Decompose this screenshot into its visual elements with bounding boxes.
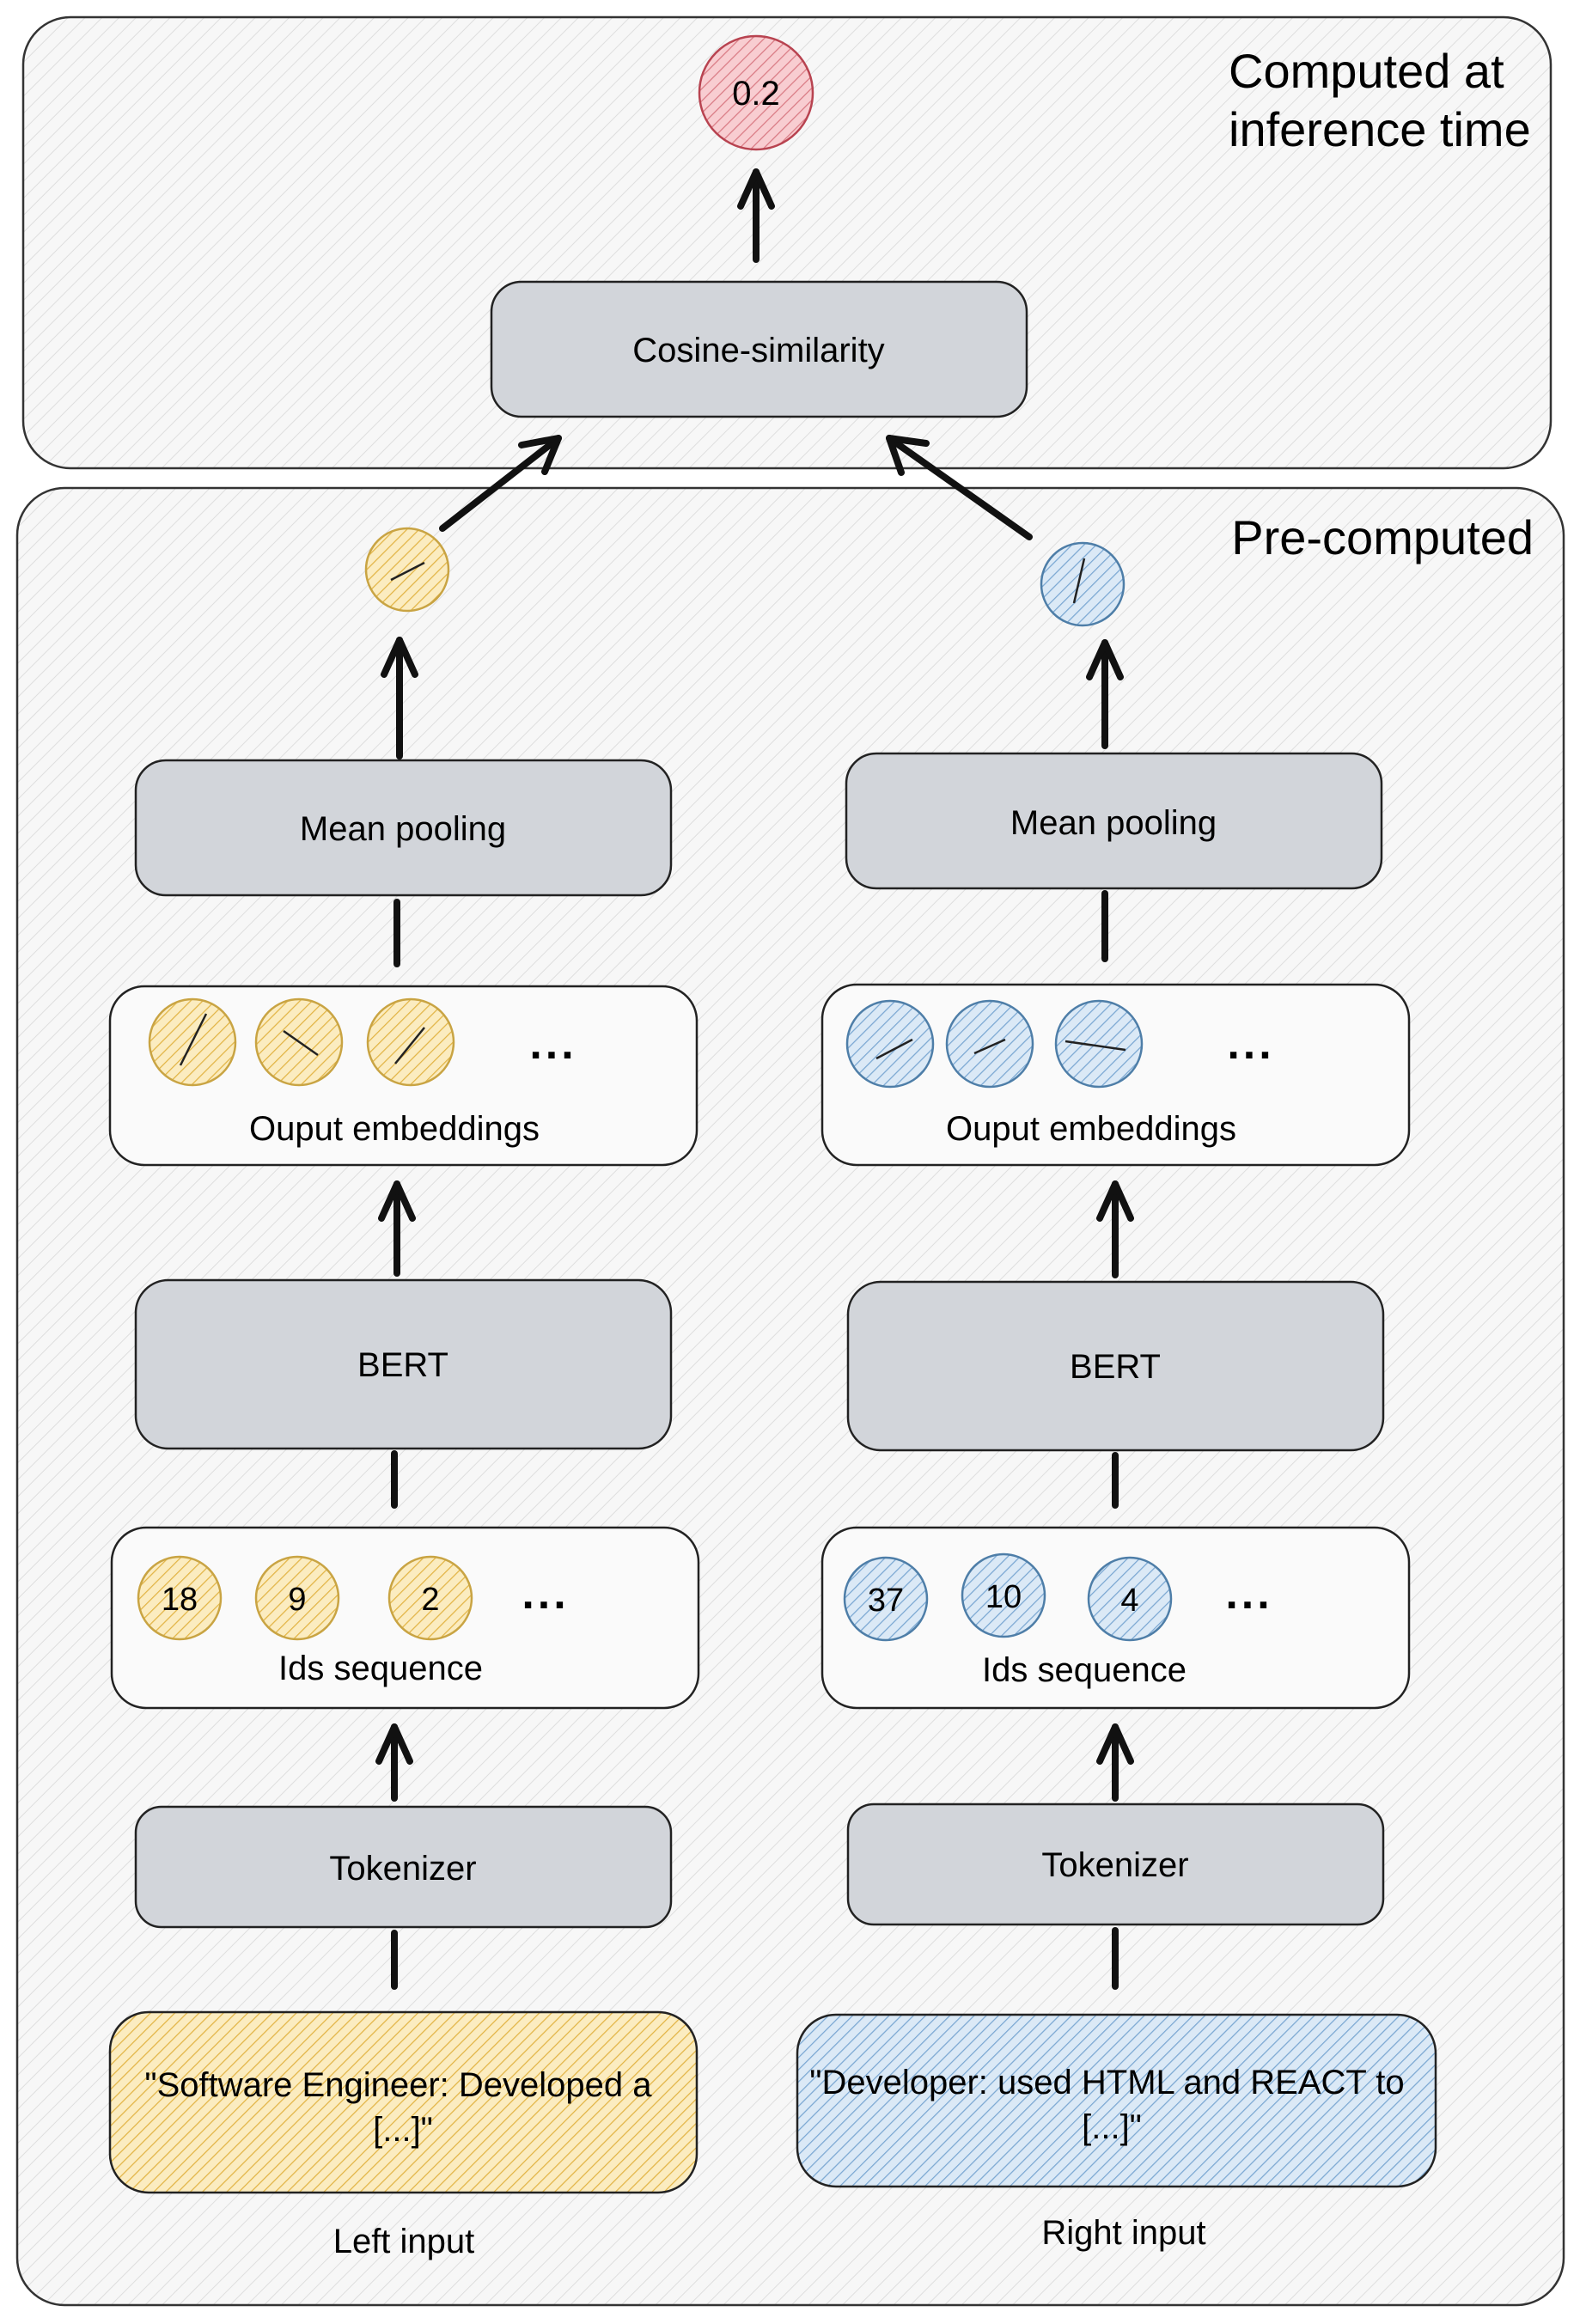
arrow-left-tokenizer-to-ids-head	[375, 1723, 413, 1765]
arrow-right-pooling-to-embedding-head	[1086, 639, 1124, 680]
right-token-vector-icon-1	[875, 1038, 913, 1060]
right-input-text-line2: [...]"	[1082, 2108, 1142, 2146]
right-id-circle-3	[1087, 1556, 1173, 1642]
left-id-circle-1	[137, 1555, 223, 1641]
left-input-text: "Software Engineer: Developed a [...]"	[144, 2066, 661, 2149]
left-bert-box	[134, 1278, 673, 1450]
left-id-value-3: 2	[421, 1582, 439, 1618]
arrow-left-embedding-to-cosine-head	[518, 435, 562, 475]
left-token-embedding-3	[366, 997, 455, 1087]
left-token-vector-icon-3	[394, 1027, 425, 1064]
cosine-similarity-box	[490, 280, 1028, 418]
right-bert-label: BERT	[1070, 1348, 1161, 1386]
left-token-vector-icon-1	[179, 1013, 208, 1066]
left-input-text-line1: "Software Engineer: Developed a	[144, 2066, 652, 2104]
right-mean-pooling-box	[845, 752, 1383, 890]
right-sentence-embedding	[1040, 541, 1126, 627]
left-sentence-vector-icon	[390, 561, 425, 582]
right-tokenizer-box	[846, 1802, 1385, 1926]
right-input-text: "Developer: used HTML and REACT to [...]…	[809, 2064, 1413, 2146]
arrow-left-pooling-to-embedding-head	[381, 637, 418, 678]
right-token-embedding-1	[845, 999, 935, 1089]
cosine-similarity-label: Cosine-similarity	[632, 332, 884, 369]
right-id-circle-1	[843, 1556, 929, 1642]
similarity-score-value: 0.2	[732, 75, 780, 113]
right-bert-box	[846, 1280, 1385, 1452]
right-id-value-3: 4	[1120, 1583, 1138, 1619]
left-id-value-2: 9	[288, 1582, 306, 1618]
arrow-right-tokenizer-to-ids-head	[1096, 1723, 1134, 1765]
right-id-value-1: 37	[868, 1583, 904, 1619]
right-mean-pooling-label: Mean pooling	[1010, 804, 1217, 842]
right-ids-label: Ids sequence	[982, 1651, 1187, 1689]
left-mean-pooling-label: Mean pooling	[300, 810, 506, 848]
right-embeddings-ellipsis: ...	[1227, 1019, 1274, 1069]
right-ids-ellipsis: ...	[1225, 1569, 1272, 1619]
arrow-left-bert-to-embeddings-head	[378, 1180, 416, 1222]
precomputed-region-title: Pre-computed	[1231, 510, 1534, 564]
arrow-right-bert-to-embeddings-head	[1096, 1180, 1134, 1222]
left-embeddings-label: Ouput embeddings	[249, 1110, 540, 1148]
inference-region-title-line1: Computed at	[1229, 44, 1504, 98]
left-token-vector-icon-2	[283, 1029, 319, 1057]
arrow-cosine-to-score-head	[737, 168, 775, 210]
left-ids-ellipsis: ...	[522, 1569, 569, 1619]
left-id-value-1: 18	[162, 1582, 198, 1618]
right-tokenizer-label: Tokenizer	[1041, 1846, 1188, 1884]
right-token-embedding-2	[945, 999, 1034, 1089]
left-ids-label: Ids sequence	[278, 1650, 483, 1687]
right-input-text-line1: "Developer: used HTML and REACT to	[809, 2064, 1404, 2101]
left-mean-pooling-box	[134, 759, 673, 897]
left-bert-label: BERT	[357, 1346, 448, 1384]
similarity-score-circle	[698, 34, 814, 151]
inference-region	[21, 15, 1553, 470]
left-tokenizer-label: Tokenizer	[329, 1850, 476, 1888]
arrow-right-embedding-to-cosine	[886, 435, 1033, 540]
right-token-embedding-3	[1054, 999, 1144, 1089]
left-id-circle-3	[387, 1555, 473, 1641]
right-embeddings-label: Ouput embeddings	[946, 1110, 1236, 1148]
inference-region-title: Computed at inference time	[1229, 44, 1531, 156]
right-sentence-vector-icon	[1072, 558, 1086, 604]
left-sentence-embedding	[364, 527, 450, 613]
right-id-circle-2	[961, 1552, 1046, 1638]
left-tokenizer-box	[134, 1805, 673, 1929]
right-token-vector-icon-3	[1065, 1040, 1126, 1052]
left-input-caption: Left input	[333, 2223, 475, 2260]
right-token-vector-icon-2	[973, 1038, 1006, 1055]
inference-region-title-line2: inference time	[1229, 102, 1531, 156]
left-input-box	[108, 2010, 698, 2194]
right-id-value-2: 10	[985, 1579, 1022, 1615]
left-input-text-line2: [...]"	[373, 2111, 433, 2149]
arrow-right-embedding-to-cosine-head	[886, 435, 930, 476]
arrow-left-embedding-to-cosine	[439, 435, 562, 532]
left-embeddings-ellipsis: ...	[529, 1019, 576, 1069]
left-id-circle-2	[254, 1555, 340, 1641]
right-input-caption: Right input	[1041, 2214, 1205, 2252]
right-input-box	[796, 2013, 1437, 2188]
